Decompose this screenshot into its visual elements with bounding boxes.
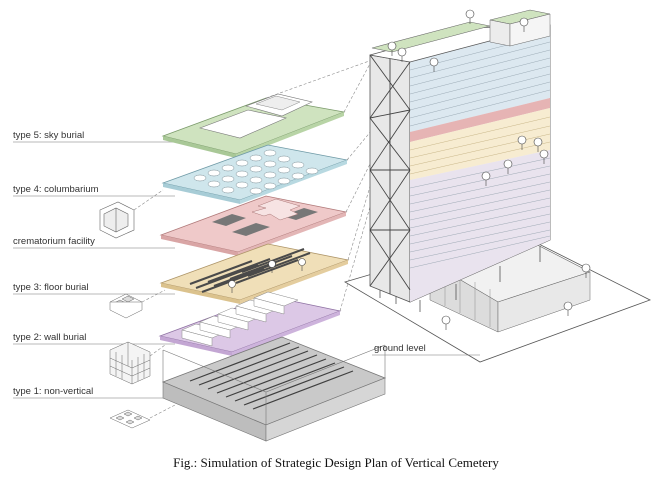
plate-type5-sky-burial — [161, 93, 346, 158]
label-crematorium-facility: crematorium facility — [13, 236, 95, 247]
tree-icon — [481, 171, 491, 186]
tower-pilotis — [379, 246, 541, 312]
tree-icon — [539, 149, 549, 164]
label-type5-sky-burial: type 5: sky burial — [13, 130, 84, 141]
non-vertical-grave-rows — [189, 342, 354, 410]
label-type2-wall-burial: type 2: wall burial — [13, 332, 86, 343]
wall-burial-blocks — [181, 291, 299, 347]
tree-icon — [387, 41, 397, 56]
columbarium-niches — [193, 149, 319, 195]
wall-burial-module-icon — [109, 341, 151, 385]
plate-type1-non-vertical — [161, 336, 387, 442]
label-ground-level: ground level — [374, 343, 426, 354]
tower-band-crematorium — [410, 98, 550, 142]
plate-type3-floor-burial — [159, 243, 350, 304]
plate-type2-wall-burial — [158, 291, 342, 356]
tower-band-floor — [410, 108, 550, 180]
tree-icon — [517, 135, 527, 150]
tree-icon — [429, 57, 439, 72]
tower-bracing — [369, 54, 411, 294]
label-type1-non-vertical: type 1: non-vertical — [13, 386, 93, 397]
tower-louvres — [409, 33, 551, 269]
tree-icon — [298, 258, 306, 271]
tree-icon — [465, 9, 475, 24]
tree-icon — [268, 260, 276, 273]
tree-icon — [228, 280, 236, 293]
tree-icon — [519, 17, 529, 32]
floor-burial-module-icon — [109, 293, 143, 319]
plate-type4-columbarium — [161, 144, 349, 204]
tree-icon — [563, 301, 573, 316]
columbarium-module-icon — [99, 201, 135, 239]
tree-icon — [503, 159, 513, 174]
tree-icons — [228, 9, 591, 330]
tower — [369, 9, 551, 312]
label-group: type 5: sky burial type 4: columbarium c… — [13, 130, 175, 399]
non-vertical-module-icon — [109, 409, 151, 429]
label-type4-columbarium: type 4: columbarium — [13, 184, 99, 195]
tree-icon — [533, 137, 543, 152]
projection-lines — [133, 59, 373, 419]
tower-band-wall — [410, 150, 550, 302]
figure-caption: Fig.: Simulation of Strategic Design Pla… — [173, 455, 499, 470]
tree-icon — [441, 315, 451, 330]
tower-band-sky — [410, 25, 550, 132]
tree-icon — [397, 47, 407, 62]
plate-crematorium-facility — [159, 195, 348, 256]
tree-icon — [581, 263, 591, 278]
label-type3-floor-burial: type 3: floor burial — [13, 282, 89, 293]
